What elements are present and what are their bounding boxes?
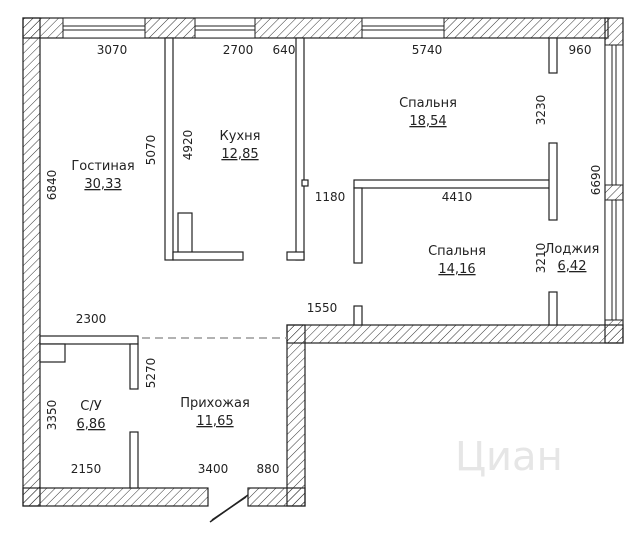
dim-loggia-height: 6690 <box>589 165 603 196</box>
dim-hall-top: 1550 <box>307 301 338 315</box>
dim-bedroom2-width: 4410 <box>442 190 473 204</box>
dim-living-height: 6840 <box>45 170 59 201</box>
room-bedroom1-name: Спальня <box>399 96 457 111</box>
dim-door-width: 880 <box>257 462 280 476</box>
room-labels: Гостиная 30,33 Кухня 12,85 Спальня 18,54… <box>71 96 599 432</box>
dim-kitchen-gap: 640 <box>273 43 296 57</box>
dim-kitchen-width: 2700 <box>223 43 254 57</box>
dim-hall-width: 3400 <box>198 462 229 476</box>
dim-bath-width: 2150 <box>71 462 102 476</box>
room-hallway-name: Прихожая <box>180 396 250 411</box>
room-living-name: Гостиная <box>71 159 134 174</box>
room-bedroom2-name: Спальня <box>428 244 486 259</box>
room-hallway-area: 11,65 <box>196 414 233 429</box>
room-loggia-name: Лоджия <box>545 242 600 257</box>
dim-living-bottom: 2300 <box>76 312 107 326</box>
dim-bedroom2-height: 3210 <box>534 243 548 274</box>
dim-corridor-gap: 1180 <box>315 190 346 204</box>
dimension-labels: 3070 2700 640 5740 960 6840 5070 4920 32… <box>45 43 603 476</box>
room-kitchen-area: 12,85 <box>221 147 258 162</box>
outer-walls <box>22 17 624 507</box>
room-bathroom-area: 6,86 <box>77 417 106 432</box>
dim-living-width: 3070 <box>97 43 128 57</box>
room-loggia-area: 6,42 <box>558 259 587 274</box>
dim-bedroom-width: 5740 <box>412 43 443 57</box>
room-bedroom1-area: 18,54 <box>409 114 446 129</box>
windows <box>62 17 624 321</box>
entrance-door <box>209 494 249 523</box>
room-kitchen-name: Кухня <box>220 129 261 144</box>
room-bedroom2-area: 14,16 <box>438 262 475 277</box>
dim-bedroom1-height: 3230 <box>534 95 548 126</box>
dim-loggia-width: 960 <box>569 43 592 57</box>
room-bathroom-name: С/У <box>80 399 101 414</box>
dim-living-inner: 5070 <box>144 135 158 166</box>
dim-bath-height: 3350 <box>45 400 59 431</box>
interior-walls <box>39 37 558 489</box>
room-living-area: 30,33 <box>84 177 121 192</box>
watermark: Циан <box>455 434 563 480</box>
dim-hall-height: 5270 <box>144 358 158 389</box>
dim-kitchen-height: 4920 <box>181 130 195 161</box>
